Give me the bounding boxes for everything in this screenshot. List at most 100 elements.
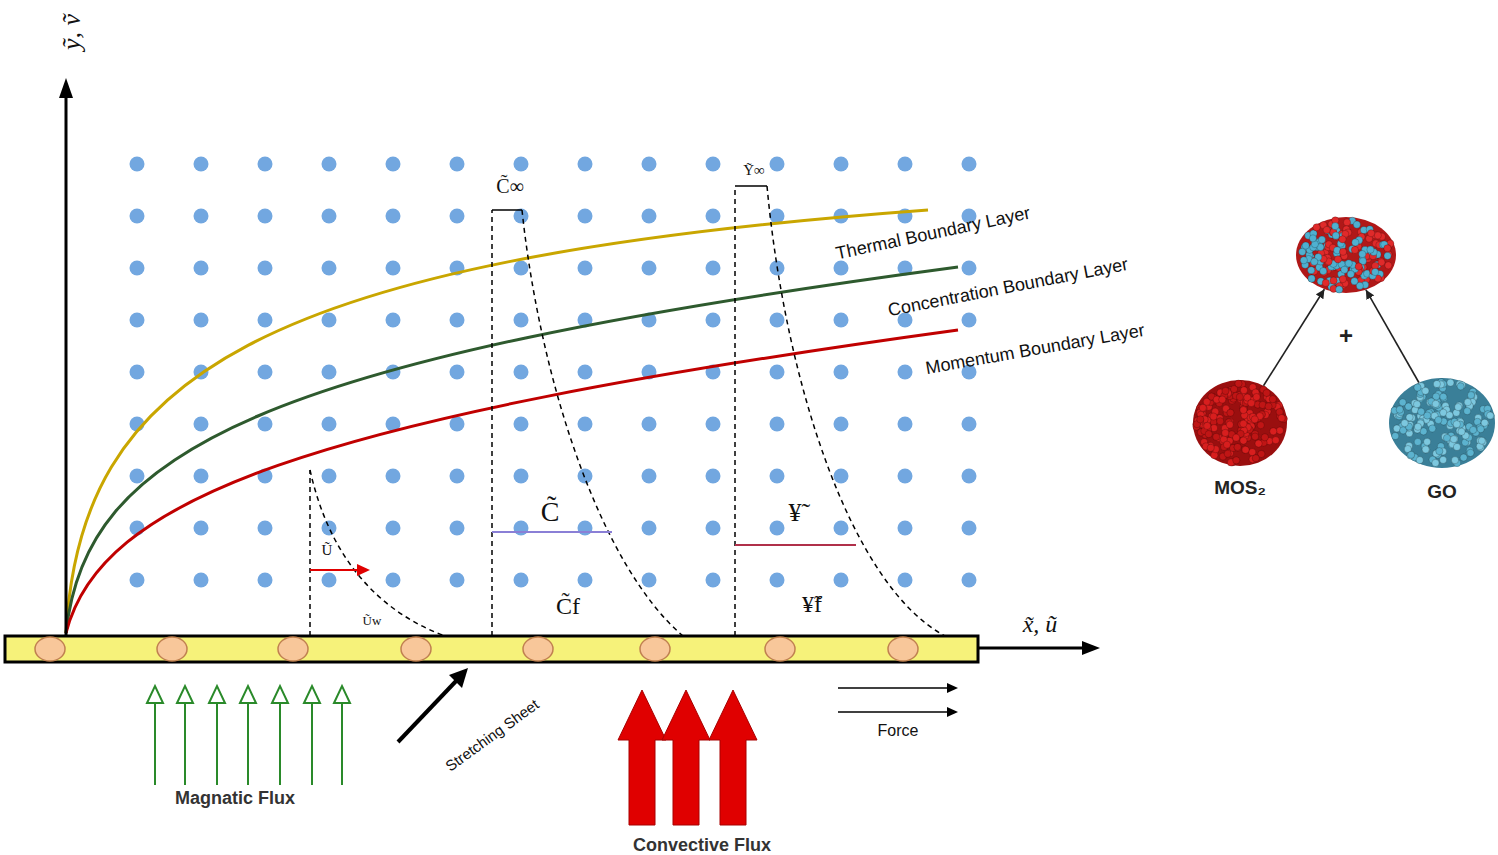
sphere-grains	[1391, 379, 1494, 467]
grain	[1367, 246, 1374, 253]
grain	[1309, 235, 1316, 242]
grain	[1392, 432, 1399, 439]
flux-head	[147, 686, 163, 703]
grain	[1429, 425, 1436, 432]
convective-flux-arrows	[618, 690, 757, 825]
grain	[1355, 263, 1362, 270]
grain	[1339, 236, 1346, 243]
grain	[1418, 408, 1425, 415]
mos2-nanoparticle: MOS₂	[1193, 380, 1287, 466]
grain	[1477, 426, 1484, 433]
roller	[765, 637, 795, 661]
axis-label: ỹ, ṽ	[59, 14, 85, 50]
grain	[1368, 230, 1375, 237]
grain	[1487, 412, 1494, 419]
grain	[1422, 387, 1429, 394]
force-arrows	[838, 683, 958, 717]
grain	[1384, 245, 1391, 252]
grain	[1453, 443, 1460, 450]
roller	[523, 637, 553, 661]
profile-cap	[492, 209, 522, 211]
grain	[1204, 422, 1211, 429]
roller	[401, 637, 431, 661]
grain	[1384, 252, 1391, 259]
grain	[1257, 422, 1264, 429]
grain	[1352, 239, 1359, 246]
y-axis	[65, 95, 68, 640]
velocity-arrow	[310, 569, 360, 571]
flux-head	[334, 686, 350, 703]
grain	[1318, 236, 1325, 243]
grain	[1414, 438, 1421, 445]
grain	[1234, 444, 1241, 451]
grain	[1487, 412, 1494, 419]
flux-head	[272, 686, 288, 703]
grain	[1413, 401, 1420, 408]
boundary-layers	[66, 210, 958, 633]
grain	[1436, 448, 1443, 455]
grain	[1236, 393, 1243, 400]
grain	[1407, 452, 1414, 459]
combine-arrow	[1263, 289, 1324, 385]
velocity-profile	[310, 470, 445, 636]
grain	[1453, 421, 1460, 428]
grain	[1242, 446, 1249, 453]
grain	[1343, 219, 1350, 226]
wall-value: C̃f	[556, 594, 580, 618]
pointer-shaft	[398, 679, 458, 742]
flux-shaft	[247, 702, 249, 785]
grain	[1478, 437, 1485, 444]
grain	[1378, 258, 1385, 265]
flux-shaft	[184, 702, 186, 785]
ambient-value: C̃∞	[496, 176, 524, 196]
grain	[1265, 403, 1272, 410]
grain	[1424, 438, 1431, 445]
grain	[1263, 389, 1270, 396]
flux-shaft	[154, 702, 156, 785]
profile-guide	[491, 210, 493, 636]
force-head	[947, 683, 958, 693]
grain	[1219, 396, 1226, 403]
wall-value: ¥̃f	[802, 592, 822, 616]
grain	[1197, 416, 1204, 423]
block-arrow	[618, 690, 666, 825]
go-nanoparticle: GO	[1389, 378, 1495, 468]
grain	[1414, 423, 1421, 430]
grain	[1270, 428, 1277, 435]
block-arrow	[709, 690, 757, 825]
grain	[1464, 399, 1471, 406]
profile-guide	[734, 186, 736, 636]
wall-value: Ũw	[363, 614, 382, 627]
grain	[1207, 444, 1214, 451]
grain	[1396, 406, 1403, 413]
flux-head	[304, 686, 320, 703]
grain	[1261, 434, 1268, 441]
grain	[1481, 419, 1488, 426]
flux-shaft	[341, 702, 343, 785]
axis-arrowhead	[1082, 641, 1100, 655]
sheet-rollers	[35, 637, 918, 661]
grain	[1222, 387, 1229, 394]
grain	[1240, 437, 1247, 444]
part-label: Force	[878, 723, 919, 739]
grain	[1374, 232, 1381, 239]
grain	[1308, 267, 1315, 274]
profile-cap	[735, 185, 767, 187]
roller	[157, 637, 187, 661]
grain	[1276, 427, 1283, 434]
profile-symbol: Ũ	[322, 543, 333, 558]
grain	[1341, 266, 1348, 273]
node-label: MOS₂	[1214, 478, 1266, 497]
grain	[1234, 443, 1241, 450]
sphere-outline	[1296, 217, 1396, 293]
grain	[1347, 271, 1354, 278]
axis-arrowhead	[59, 78, 73, 98]
sphere-body	[1389, 378, 1495, 468]
grain	[1432, 459, 1439, 466]
grain	[1213, 433, 1220, 440]
grain	[1406, 414, 1413, 421]
grain	[1351, 246, 1358, 253]
grain	[1251, 433, 1258, 440]
flux-head	[209, 686, 225, 703]
